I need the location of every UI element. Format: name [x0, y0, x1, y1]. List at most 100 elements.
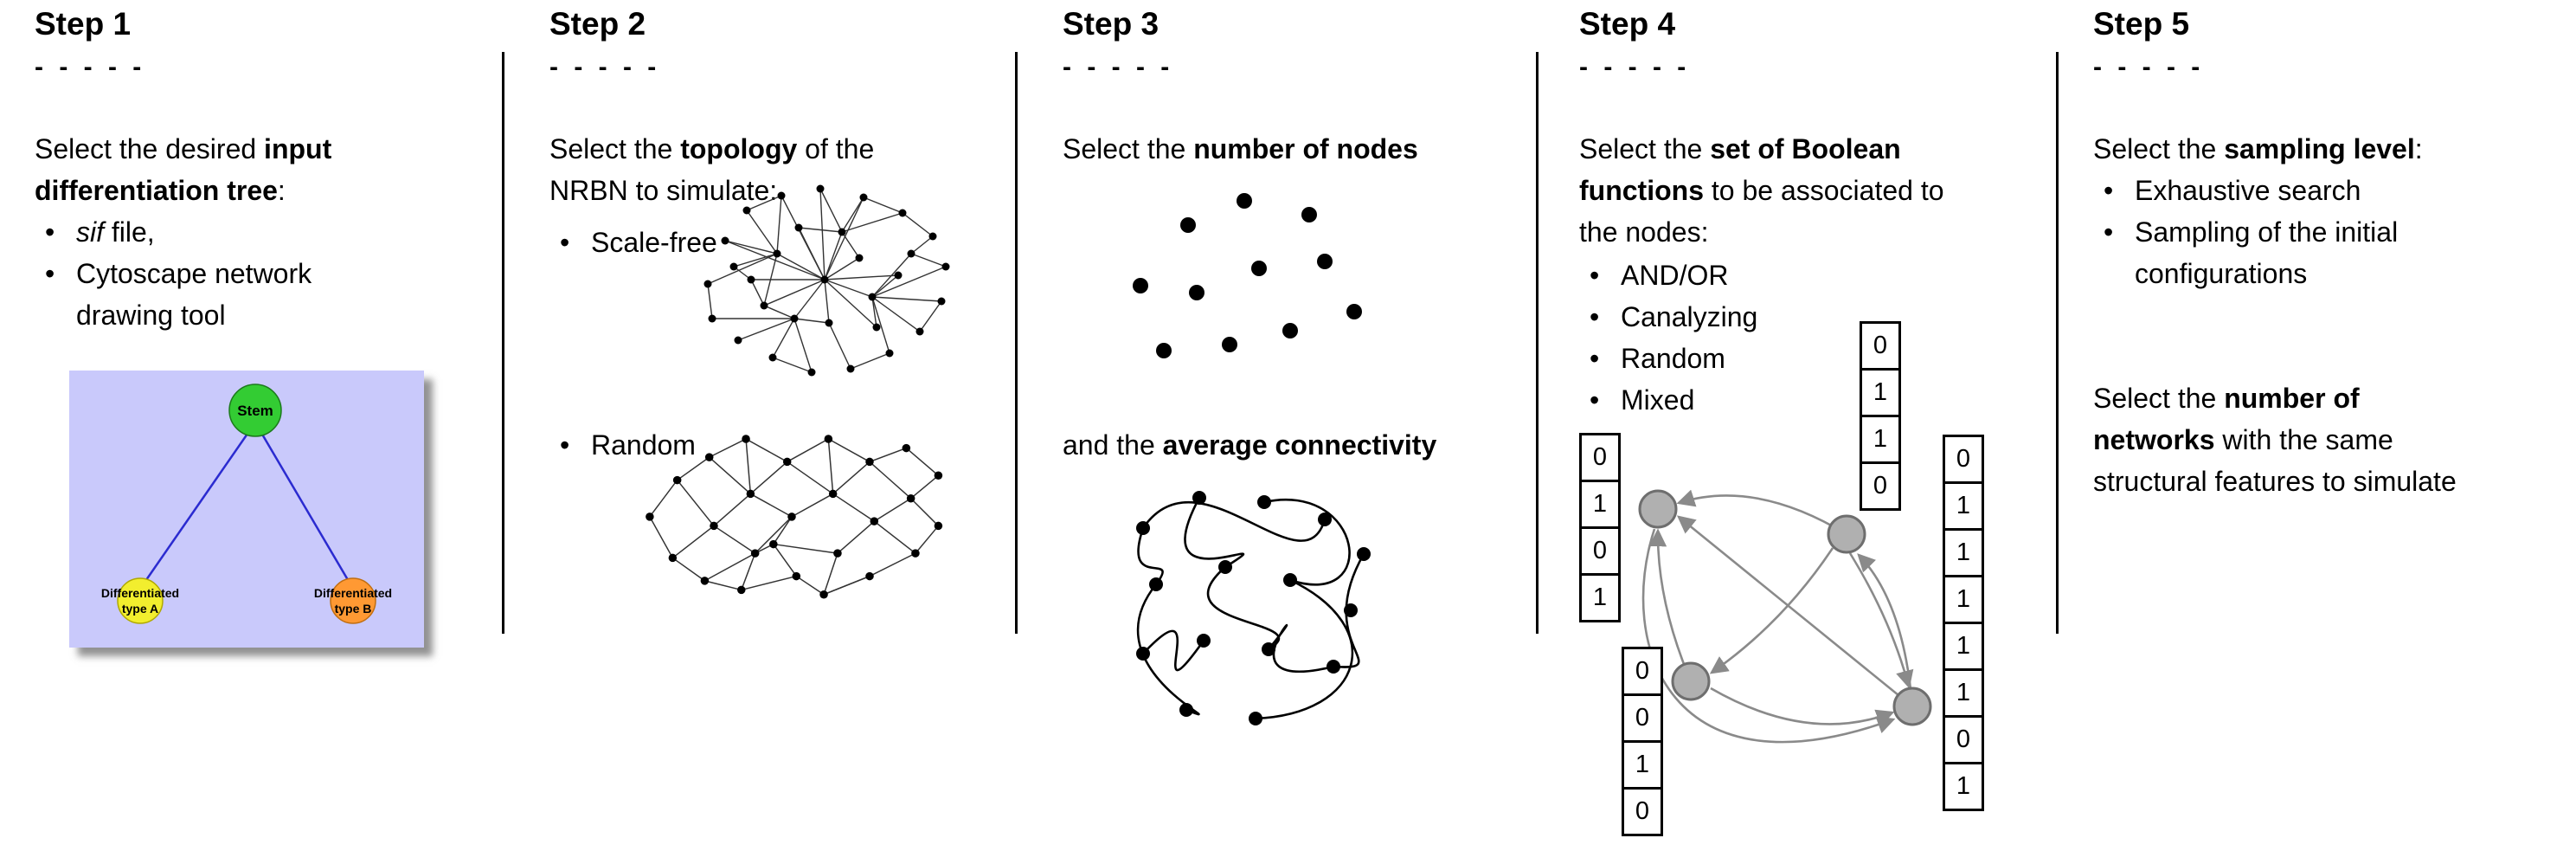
step3-line2-bold: average connectivity	[1162, 429, 1437, 461]
boolean-network-arrows	[1641, 489, 1914, 744]
bullet-random: Random	[549, 424, 809, 466]
step5-instruction-colon: :	[2414, 133, 2423, 164]
step3-line1-bold: number of nodes	[1193, 133, 1418, 164]
boolean-network-nodes	[1638, 489, 1932, 726]
truth-table-cell: 1	[1943, 668, 1984, 718]
truth-table-cell: 1	[1622, 740, 1663, 790]
truth-table-left: 0 1 0 1	[1579, 433, 1621, 622]
dashed-separator: - - - - -	[1063, 53, 1174, 81]
step4-instruction-rest: to be associated to the nodes:	[1579, 175, 1944, 248]
bullet-sif-file: sif file,	[35, 211, 433, 253]
bullet-cytoscape-tool: Cytoscape network drawing tool	[35, 253, 381, 336]
column-divider	[2056, 52, 2059, 634]
type-b-label-line2: type B	[335, 602, 372, 616]
step5-column: Step 5 - - - - - Select the sampling lev…	[2093, 0, 2567, 851]
truth-table-cell: 0	[1579, 433, 1621, 482]
truth-table-cell: 0	[1622, 787, 1663, 836]
step4-column: Step 4 - - - - - Select the set of Boole…	[1579, 0, 2029, 851]
truth-table-top: 0 1 1 0	[1860, 321, 1901, 511]
sif-rest: file,	[104, 216, 155, 248]
bullet-canalyzing: Canalyzing	[1579, 296, 1943, 338]
truth-table-cell: 0	[1622, 647, 1663, 696]
stem-node	[228, 384, 282, 437]
truth-table-cell: 1	[1943, 575, 1984, 624]
step1-instruction-bold: input differentiation tree	[35, 133, 332, 206]
step4-instruction-bold: set of Boolean functions	[1579, 133, 1901, 206]
step1-instruction-text: Select the desired	[35, 133, 265, 164]
step3-instruction-nodes: Select the number of nodes	[1063, 128, 1530, 170]
sif-italic: sif	[76, 216, 104, 248]
type-a-label-line1: Differentiated	[101, 586, 179, 600]
step2-instruction-rest: of the NRBN to simulate:	[549, 133, 875, 206]
step5-bullet-list: Exhaustive search Sampling of the initia…	[2093, 170, 2567, 294]
truth-table-cell: 0	[1943, 715, 1984, 764]
truth-table-cell: 1	[1860, 368, 1901, 417]
step2-instruction: Select the topology of the NRBN to simul…	[549, 128, 941, 211]
truth-table-cell: 1	[1943, 528, 1984, 577]
connectivity-network-graphic	[1136, 491, 1371, 725]
step5-instruction-networks: Select the number of networks with the sa…	[2093, 377, 2526, 502]
differentiated-type-b-node	[330, 577, 376, 624]
step5-para2-text3: structural features to simulate	[2093, 466, 2457, 497]
step4-title: Step 4	[1579, 6, 1676, 42]
bullet-mixed: Mixed	[1579, 379, 1943, 421]
bullet-scale-free: Scale-free	[549, 222, 809, 263]
step3-column: Step 3 - - - - - Select the number of no…	[1063, 0, 1530, 851]
step5-para2-bold1: number of	[2224, 383, 2360, 414]
connectivity-curves	[1136, 497, 1365, 720]
dashed-separator: - - - - -	[1579, 53, 1691, 81]
step1-column: Step 1 - - - - - Select the desired inpu…	[35, 0, 433, 851]
dashed-separator: - - - - -	[35, 53, 146, 81]
gray-node	[1827, 514, 1866, 554]
type-b-label-line1: Differentiated	[314, 586, 392, 600]
scale-free-network-graphic	[703, 184, 950, 377]
step2-column: Step 2 - - - - - Select the topology of …	[549, 0, 956, 851]
step2-title: Step 2	[549, 6, 646, 42]
step5-para2-text2: with the same	[2214, 424, 2393, 455]
gray-node	[1892, 687, 1932, 726]
bullet-and-or: AND/OR	[1579, 255, 1943, 296]
truth-table-cell: 1	[1943, 481, 1984, 531]
bullet-sampling-initial: Sampling of the initial configurations	[2093, 211, 2567, 294]
differentiation-tree-graphic: Stem Differentiated type A Differentiate…	[69, 371, 424, 648]
step3-line2-text: and the	[1063, 429, 1163, 461]
truth-table-cell: 1	[1943, 622, 1984, 671]
step1-title: Step 1	[35, 6, 132, 42]
nodes-scatter-graphic	[1133, 193, 1362, 358]
truth-table-right: 0 1 1 1 1 1 0 1	[1943, 435, 1984, 811]
step5-para2-bold2: networks	[2093, 424, 2215, 455]
truth-table-cell: 0	[1860, 461, 1901, 511]
step1-instruction: Select the desired input differentiation…	[35, 128, 433, 211]
tree-edge-stem-to-a	[138, 422, 257, 590]
truth-table-cell: 1	[1943, 762, 1984, 811]
step1-instruction-colon: :	[277, 175, 286, 206]
bullet-random-functions: Random	[1579, 338, 1943, 379]
truth-table-cell: 0	[1579, 526, 1621, 576]
truth-table-cell: 0	[1860, 321, 1901, 371]
step2-instruction-bold: topology	[680, 133, 798, 164]
stem-node-label: Stem	[237, 403, 273, 419]
type-a-label-line2: type A	[122, 602, 158, 616]
differentiation-tree-svg: Stem Differentiated type A Differentiate…	[69, 371, 424, 648]
step5-instruction-bold: sampling level	[2224, 133, 2415, 164]
bullet-exhaustive-search: Exhaustive search	[2093, 170, 2567, 211]
step3-title: Step 3	[1063, 6, 1160, 42]
step4-bullet-list: AND/OR Canalyzing Random Mixed	[1579, 255, 1943, 421]
random-network-graphic	[646, 435, 943, 599]
column-divider	[1015, 52, 1018, 634]
truth-table-cell: 1	[1579, 480, 1621, 529]
gray-node	[1638, 489, 1678, 529]
step5-para2-text1: Select the	[2093, 383, 2225, 414]
step4-instruction-text: Select the	[1579, 133, 1711, 164]
gray-node	[1671, 661, 1711, 701]
truth-table-cell: 0	[1622, 693, 1663, 743]
step5-instruction-text: Select the	[2093, 133, 2225, 164]
differentiated-type-a-node	[117, 577, 164, 624]
step2-bullet-scale-free-list: Scale-free	[549, 222, 809, 263]
step3-instruction-connectivity: and the average connectivity	[1063, 424, 1530, 466]
dashed-separator: - - - - -	[549, 53, 661, 81]
column-divider	[1536, 52, 1539, 634]
truth-table-bottom-left: 0 0 1 0	[1622, 647, 1663, 836]
step2-bullet-random-list: Random	[549, 424, 809, 466]
step2-instruction-text: Select the	[549, 133, 681, 164]
